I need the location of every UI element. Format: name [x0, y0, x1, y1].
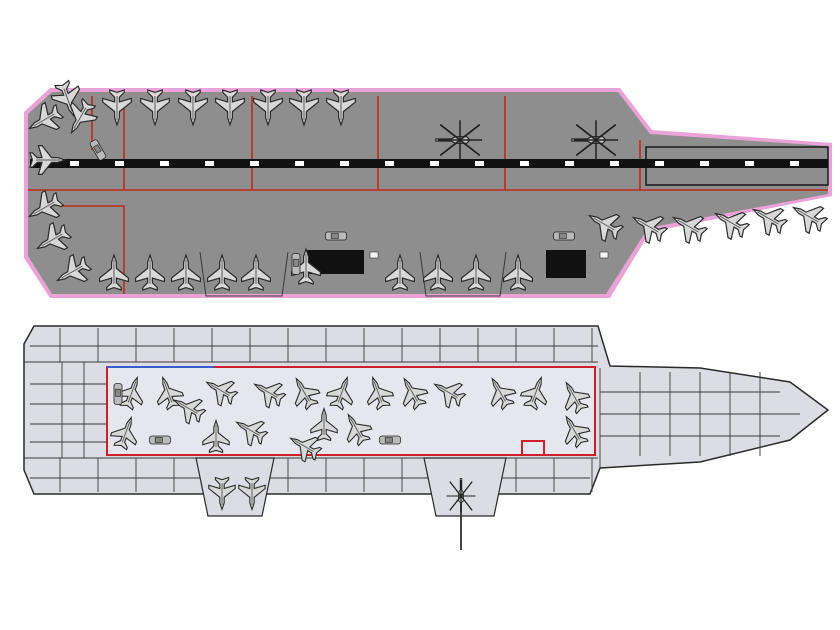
- runway-dash: [655, 161, 664, 166]
- flight-deck-surface: [28, 92, 828, 294]
- runway-dash: [520, 161, 529, 166]
- runway-dash: [565, 161, 574, 166]
- runway-dash: [385, 161, 394, 166]
- deck-vehicle-icon: [553, 231, 575, 241]
- flight-deck-plan: [21, 77, 832, 298]
- runway-dash: [610, 161, 619, 166]
- runway-dash: [70, 161, 79, 166]
- runway-dash: [790, 161, 799, 166]
- runway-dash: [205, 161, 214, 166]
- runway-dash: [700, 161, 709, 166]
- runway-dash: [430, 161, 439, 166]
- hangar-deck-plan: [23, 325, 830, 550]
- deck-vehicle-icon: [325, 231, 347, 241]
- deck-vehicle-icon: [291, 253, 301, 275]
- runway-centerline: [30, 146, 829, 186]
- runway-dashes: [70, 161, 799, 166]
- runway-dash: [295, 161, 304, 166]
- deck-red-lines: [28, 96, 828, 294]
- runway-dash: [340, 161, 349, 166]
- runway-dash: [745, 161, 754, 166]
- hangar-red-marker: [521, 440, 545, 456]
- runway-dash: [250, 161, 259, 166]
- elevator-right: [423, 457, 507, 517]
- deck-parking-outlines: [199, 251, 507, 297]
- deck-vehicle-icon: [379, 435, 401, 445]
- runway-dash: [115, 161, 124, 166]
- deck-vehicle-icon: [113, 383, 123, 405]
- runway-dash: [160, 161, 169, 166]
- deck-vehicle-icon: [149, 435, 171, 445]
- runway-dash: [475, 161, 484, 166]
